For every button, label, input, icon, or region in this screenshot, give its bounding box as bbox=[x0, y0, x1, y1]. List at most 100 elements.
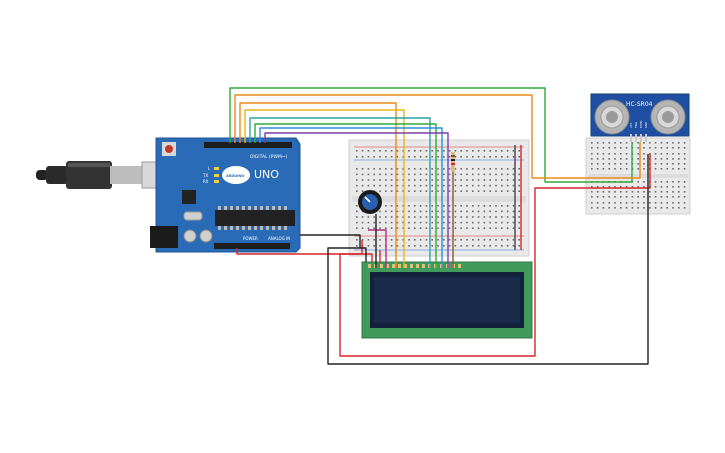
breadboard-hole[interactable] bbox=[460, 179, 462, 181]
breadboard-hole[interactable] bbox=[390, 245, 393, 247]
breadboard-hole[interactable] bbox=[460, 184, 462, 187]
breadboard-hole[interactable] bbox=[631, 191, 634, 193]
breadboard-hole[interactable] bbox=[431, 239, 433, 241]
breadboard-hole[interactable] bbox=[637, 207, 639, 209]
breadboard-hole[interactable] bbox=[390, 210, 393, 213]
breadboard-hole[interactable] bbox=[591, 186, 593, 188]
breadboard-hole[interactable] bbox=[596, 186, 599, 188]
breadboard-hole[interactable] bbox=[614, 196, 616, 198]
breadboard-hole[interactable] bbox=[483, 216, 486, 218]
breadboard-hole[interactable] bbox=[678, 181, 680, 183]
breadboard-hole[interactable] bbox=[466, 216, 468, 218]
breadboard-hole[interactable] bbox=[518, 216, 520, 218]
breadboard-hole[interactable] bbox=[495, 216, 497, 218]
breadboard-hole[interactable] bbox=[425, 216, 428, 218]
breadboard-hole[interactable] bbox=[625, 207, 628, 209]
breadboard-hole[interactable] bbox=[419, 221, 422, 224]
breadboard-hole[interactable] bbox=[408, 239, 410, 241]
breadboard-hole[interactable] bbox=[466, 205, 468, 207]
breadboard-hole[interactable] bbox=[625, 168, 628, 170]
breadboard-hole[interactable] bbox=[495, 156, 497, 158]
breadboard-hole[interactable] bbox=[666, 168, 668, 170]
breadboard-hole[interactable] bbox=[472, 150, 474, 152]
breadboard-hole[interactable] bbox=[454, 245, 457, 247]
breadboard-hole[interactable] bbox=[396, 190, 399, 192]
breadboard-hole[interactable] bbox=[666, 147, 668, 149]
breadboard-hole[interactable] bbox=[396, 239, 399, 241]
breadboard-hole[interactable] bbox=[390, 179, 393, 181]
breadboard-hole[interactable] bbox=[361, 184, 364, 187]
breadboard-hole[interactable] bbox=[489, 216, 491, 218]
breadboard-hole[interactable] bbox=[614, 202, 616, 204]
breadboard-hole[interactable] bbox=[396, 221, 399, 224]
breadboard-hole[interactable] bbox=[454, 221, 457, 224]
breadboard-hole[interactable] bbox=[643, 186, 645, 188]
breadboard-hole[interactable] bbox=[396, 205, 399, 207]
breadboard-hole[interactable] bbox=[466, 221, 468, 224]
breadboard-hole[interactable] bbox=[425, 227, 428, 229]
breadboard-hole[interactable] bbox=[614, 163, 616, 165]
breadboard-hole[interactable] bbox=[477, 245, 480, 247]
breadboard-hole[interactable] bbox=[614, 158, 616, 160]
breadboard-hole[interactable] bbox=[477, 168, 480, 170]
breadboard-hole[interactable] bbox=[660, 158, 663, 160]
breadboard-hole[interactable] bbox=[414, 150, 416, 152]
breadboard-hole[interactable] bbox=[660, 207, 663, 209]
breadboard-hole[interactable] bbox=[591, 191, 593, 193]
breadboard-hole[interactable] bbox=[660, 181, 663, 183]
breadboard-hole[interactable] bbox=[425, 150, 428, 152]
breadboard-hole[interactable] bbox=[678, 196, 680, 198]
breadboard-hole[interactable] bbox=[518, 221, 520, 224]
breadboard-hole[interactable] bbox=[425, 168, 428, 170]
breadboard-hole[interactable] bbox=[643, 142, 645, 144]
breadboard-hole[interactable] bbox=[454, 216, 457, 218]
breadboard-hole[interactable] bbox=[518, 173, 520, 176]
breadboard-hole[interactable] bbox=[396, 216, 399, 218]
breadboard-hole[interactable] bbox=[643, 163, 645, 165]
breadboard-hole[interactable] bbox=[373, 156, 375, 158]
breadboard-hole[interactable] bbox=[591, 163, 593, 165]
breadboard-hole[interactable] bbox=[608, 163, 610, 165]
breadboard-hole[interactable] bbox=[396, 245, 399, 247]
breadboard-hole[interactable] bbox=[483, 239, 486, 241]
breadboard-hole[interactable] bbox=[614, 191, 616, 193]
breadboard-hole[interactable] bbox=[448, 168, 451, 170]
breadboard-hole[interactable] bbox=[448, 184, 451, 187]
breadboard-hole[interactable] bbox=[672, 181, 674, 183]
breadboard-hole[interactable] bbox=[448, 173, 451, 176]
breadboard-hole[interactable] bbox=[666, 191, 668, 193]
breadboard-hole[interactable] bbox=[472, 221, 474, 224]
breadboard-hole[interactable] bbox=[637, 158, 639, 160]
breadboard-hole[interactable] bbox=[649, 153, 651, 155]
breadboard-hole[interactable] bbox=[602, 147, 605, 149]
breadboard-hole[interactable] bbox=[448, 205, 451, 207]
breadboard-hole[interactable] bbox=[373, 168, 375, 170]
breadboard-hole[interactable] bbox=[472, 156, 474, 158]
breadboard-hole[interactable] bbox=[483, 245, 486, 247]
breadboard-hole[interactable] bbox=[373, 245, 375, 247]
breadboard-hole[interactable] bbox=[483, 205, 486, 207]
breadboard-hole[interactable] bbox=[419, 205, 422, 207]
lcd-pin[interactable] bbox=[458, 264, 461, 268]
breadboard-hole[interactable] bbox=[512, 210, 515, 213]
breadboard-hole[interactable] bbox=[431, 205, 433, 207]
breadboard-hole[interactable] bbox=[385, 221, 387, 224]
breadboard-hole[interactable] bbox=[596, 158, 599, 160]
breadboard-hole[interactable] bbox=[489, 173, 491, 176]
breadboard-hole[interactable] bbox=[379, 221, 381, 224]
breadboard-hole[interactable] bbox=[425, 173, 428, 176]
power-analog-header[interactable] bbox=[214, 243, 290, 249]
breadboard-hole[interactable] bbox=[683, 163, 686, 165]
breadboard-hole[interactable] bbox=[477, 150, 480, 152]
breadboard-hole[interactable] bbox=[625, 191, 628, 193]
breadboard-hole[interactable] bbox=[396, 168, 399, 170]
breadboard-hole[interactable] bbox=[591, 168, 593, 170]
breadboard-hole[interactable] bbox=[660, 163, 663, 165]
breadboard-hole[interactable] bbox=[477, 205, 480, 207]
breadboard-hole[interactable] bbox=[402, 210, 404, 213]
breadboard-hole[interactable] bbox=[649, 207, 651, 209]
breadboard-hole[interactable] bbox=[666, 196, 668, 198]
lcd-pin[interactable] bbox=[404, 264, 407, 268]
breadboard-hole[interactable] bbox=[379, 179, 381, 181]
